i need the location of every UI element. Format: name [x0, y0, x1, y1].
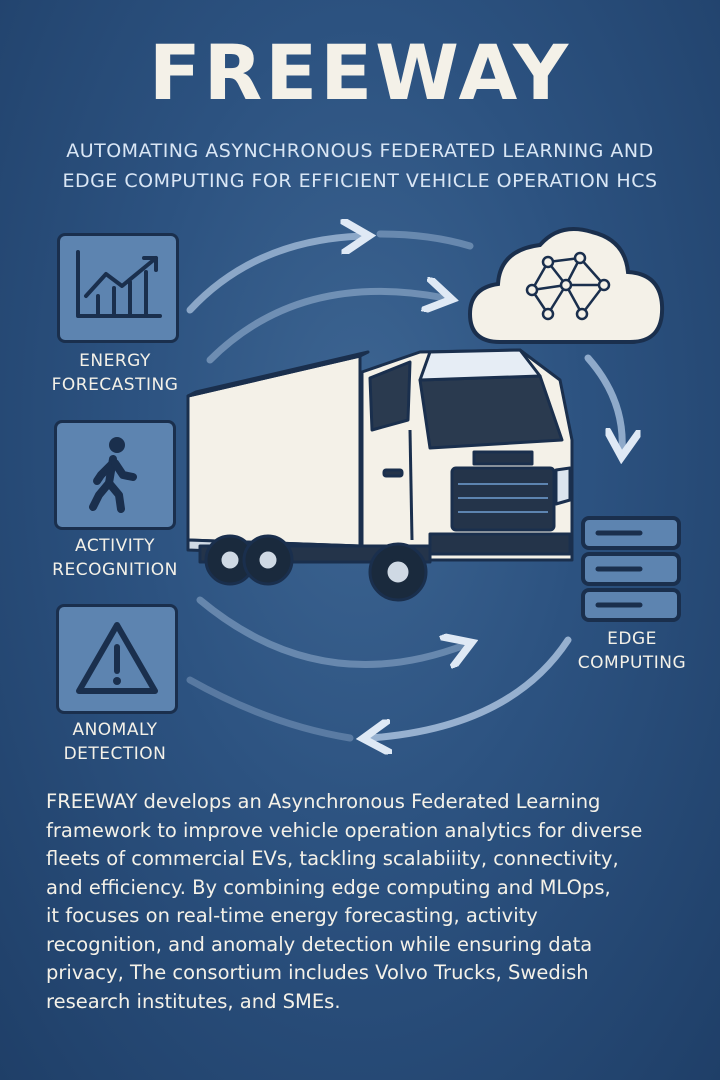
anomaly-label-line-1: ANOMALY — [72, 720, 158, 740]
subtitle-line-1: AUTOMATING ASYNCHRONOUS FEDERATED LEARNI… — [66, 140, 654, 162]
description-line-4: and efficiency. By combining edge comput… — [46, 875, 611, 899]
edge-label-line-2: COMPUTING — [577, 653, 687, 673]
arrow-inner-bottom — [196, 596, 465, 665]
description-line-3: fleets of commercial EVs, tackling scala… — [46, 847, 619, 870]
anomaly-detection-label: ANOMALY DETECTION — [25, 718, 205, 766]
description-line-8: research institutes, and SMEs. — [46, 989, 341, 1013]
arrow-bottom-fade — [186, 676, 354, 742]
cloud-network-icon — [467, 227, 665, 344]
arrow-top-to-cloud — [186, 236, 362, 314]
arrow-inner-to-cloud — [206, 291, 445, 364]
truck-icon — [186, 348, 574, 602]
energy-label-line-2: FORECASTING — [51, 375, 179, 395]
description-line-2: framework to improve vehicle operation a… — [46, 818, 643, 842]
line-chart-icon — [76, 250, 162, 318]
subtitle: AUTOMATING ASYNCHRONOUS FEDERATED LEARNI… — [20, 136, 700, 196]
edge-computing-label: EDGE COMPUTING — [562, 627, 702, 675]
description-line-5: it focuses on real-time energy forecasti… — [46, 904, 538, 927]
description-paragraph: FREEWAY develops an Asynchronous Federat… — [46, 788, 696, 1016]
walking-person-icon — [89, 437, 137, 513]
activity-recognition-label: ACTIVITY RECOGNITION — [25, 534, 205, 582]
energy-forecasting-tile — [57, 233, 179, 343]
description-line-6: recognition, and anomaly detection while… — [46, 932, 593, 956]
energy-forecasting-label: ENERGY FORECASTING — [25, 349, 205, 397]
anomaly-detection-tile — [56, 604, 178, 714]
subtitle-line-2: EDGE COMPUTING FOR EFFICIENT VEHICLE OPE… — [62, 170, 658, 192]
arrow-edge-to-bottom — [370, 636, 572, 738]
activity-recognition-tile — [54, 420, 176, 530]
page-title: FREEWAY — [148, 28, 572, 117]
anomaly-label-line-2: DETECTION — [63, 744, 167, 764]
arrow-top-fade — [376, 230, 474, 250]
energy-label-line-1: ENERGY — [79, 351, 151, 371]
activity-label-line-2: RECOGNITION — [52, 560, 178, 580]
description-line-7: privacy, The consortium includes Volvo T… — [46, 961, 589, 984]
activity-label-line-1: ACTIVITY — [74, 536, 155, 556]
edge-label-line-1: EDGE — [607, 629, 657, 649]
description-line-1: FREEWAY develops an Asynchronous Federat… — [46, 790, 601, 813]
server-icon — [581, 516, 681, 622]
warning-icon — [76, 622, 158, 694]
arrow-cloud-to-edge — [584, 354, 622, 450]
diagram-canvas — [186, 0, 681, 780]
flow-arrows — [186, 230, 622, 742]
